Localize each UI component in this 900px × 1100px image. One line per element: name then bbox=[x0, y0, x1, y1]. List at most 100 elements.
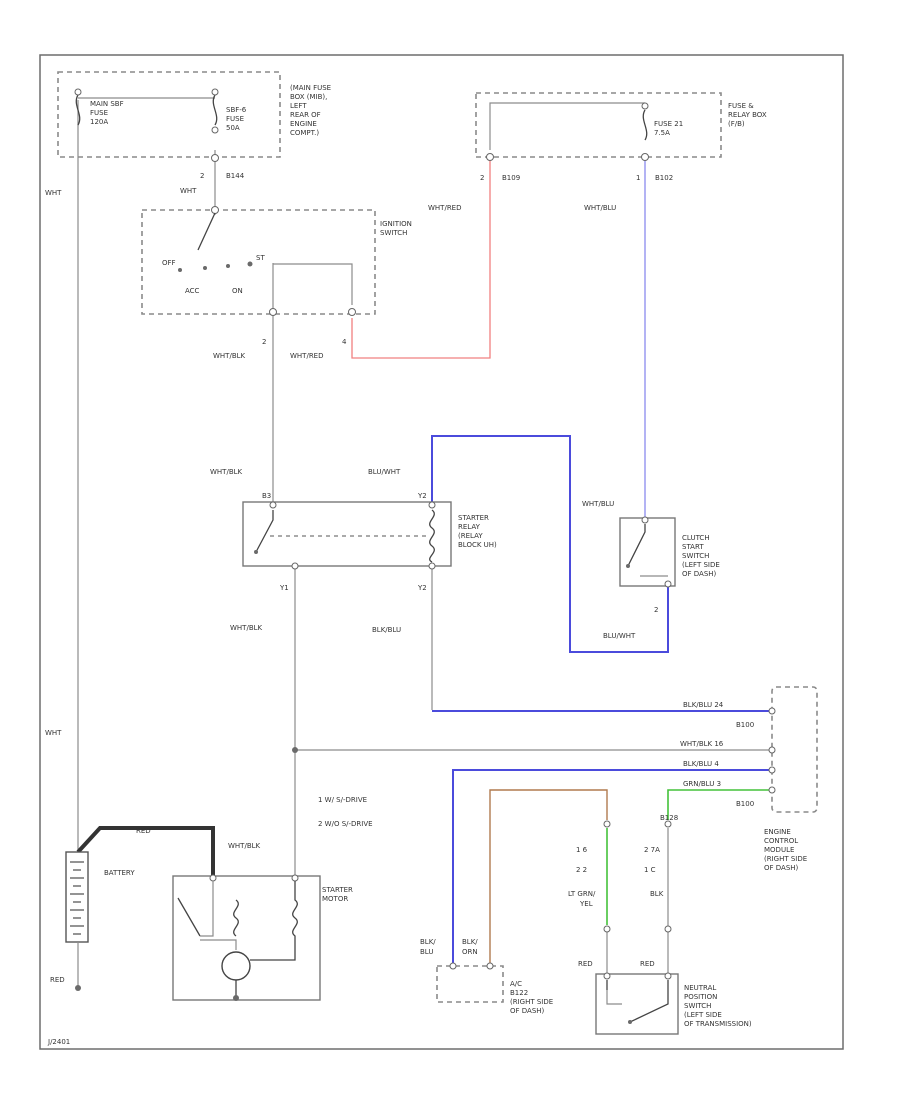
ac-connector-box bbox=[436, 965, 504, 1003]
fuse21-terminal bbox=[641, 102, 649, 110]
fuse-terminal-1 bbox=[74, 88, 82, 96]
starter-s-terminal bbox=[291, 874, 299, 882]
wht-blk-4-label: WHT/BLK bbox=[228, 842, 261, 850]
starter-solenoid-contact bbox=[177, 897, 201, 937]
ign-pin-2: 2 bbox=[262, 338, 266, 346]
diagram-border bbox=[39, 54, 844, 1050]
battery-label: BATTERY bbox=[104, 869, 135, 877]
pin-y2b: Y2 bbox=[417, 584, 427, 592]
clutch-terminal-1 bbox=[641, 516, 649, 524]
b100-label: B100 bbox=[736, 721, 754, 729]
pins-1-c: 1 C bbox=[644, 866, 656, 874]
fuse21-link bbox=[489, 102, 645, 150]
pin-2-clutch: 2 bbox=[654, 606, 658, 614]
ecm-pin-24 bbox=[768, 707, 776, 715]
conn-left-mid bbox=[603, 925, 611, 933]
clutch-switch-contact bbox=[627, 524, 646, 567]
ecm-pin-4 bbox=[768, 766, 776, 774]
relay-b3-terminal bbox=[269, 501, 277, 509]
b100b-label: B100 bbox=[736, 800, 754, 808]
pin-y2: Y2 bbox=[417, 492, 427, 500]
pin-2-fb: 2 bbox=[480, 174, 484, 182]
red-bat-label: RED bbox=[136, 827, 151, 835]
neutral-terminal-left bbox=[603, 972, 611, 980]
conn-right-mid bbox=[664, 925, 672, 933]
starter-relay-box bbox=[242, 501, 452, 567]
relay-y2-terminal bbox=[428, 501, 436, 509]
blk-orn-label: BLK/ORN bbox=[462, 938, 478, 956]
ign-pos-acc bbox=[203, 266, 207, 270]
wht-blu-1-label: WHT/BLU bbox=[584, 204, 616, 212]
clutch-contact-point bbox=[626, 564, 630, 568]
off-label: OFF bbox=[162, 259, 176, 267]
pin-2-top: 2 bbox=[200, 172, 204, 180]
main-sbf-fuse bbox=[75, 94, 81, 126]
relay-y1-terminal bbox=[291, 562, 299, 570]
on-label: ON bbox=[232, 287, 243, 295]
wire-wht-red bbox=[351, 158, 491, 359]
splice-wht-blk bbox=[292, 747, 298, 753]
ignition-switch-box bbox=[141, 209, 376, 315]
ign-pin-2-terminal bbox=[269, 308, 277, 316]
pins-2-7a: 2 7A bbox=[644, 846, 660, 854]
fuse-terminal-2 bbox=[211, 88, 219, 96]
starter-hold-coil bbox=[250, 881, 298, 961]
wht-blk-1-label: WHT/BLK bbox=[213, 352, 246, 360]
b128-conn-right bbox=[664, 820, 672, 828]
ecm-pin-16 bbox=[768, 746, 776, 754]
b102-label: B102 bbox=[655, 174, 673, 182]
pin-b3: B3 bbox=[262, 492, 271, 500]
relay-y2b-terminal bbox=[428, 562, 436, 570]
wht-red-1-label: WHT/RED bbox=[290, 352, 324, 360]
wht-left-top-label: WHT bbox=[45, 189, 62, 197]
starter-solenoid-wire bbox=[200, 881, 237, 950]
wht-red-2-label: WHT/RED bbox=[428, 204, 462, 212]
relay-contact bbox=[255, 510, 274, 553]
neutral-switch-link bbox=[606, 990, 622, 1005]
fuse21 bbox=[642, 109, 648, 141]
ign-pin-4-terminal bbox=[348, 308, 356, 316]
st-label: ST bbox=[256, 254, 265, 262]
b109-connector bbox=[486, 153, 494, 161]
wht-blk-3-label: WHT/BLK bbox=[230, 624, 263, 632]
battery-body bbox=[65, 851, 89, 943]
main-fuse-box bbox=[57, 71, 281, 158]
wire-blk-blu-ac bbox=[452, 769, 772, 965]
clutch-terminal-2 bbox=[664, 580, 672, 588]
wire-blu-wht bbox=[431, 435, 669, 653]
pin-1-fb: 1 bbox=[636, 174, 640, 182]
ac-pin-left bbox=[449, 962, 457, 970]
ecm-pin-3 bbox=[768, 786, 776, 794]
b109-label: B109 bbox=[502, 174, 520, 182]
starter-motor-armature bbox=[221, 951, 251, 981]
sbf4-fuse bbox=[212, 94, 218, 126]
red-2-label: RED bbox=[640, 960, 655, 968]
ign-pos-on bbox=[226, 264, 230, 268]
pins-1-6: 1 6 bbox=[576, 846, 588, 854]
neutral-switch-contact bbox=[606, 980, 669, 1023]
ecm-wht-blk-label: WHT/BLK 16 bbox=[680, 740, 724, 748]
lt-grn-yel-label: LT GRN/YEL bbox=[568, 890, 596, 908]
red-1-label: RED bbox=[578, 960, 593, 968]
ecm-blk-blu-label: BLK/BLU 4 bbox=[683, 760, 719, 768]
neutral-contact-point bbox=[628, 1020, 632, 1024]
battery-ground-terminal bbox=[75, 985, 81, 991]
wht-left-bottom-label: WHT bbox=[45, 729, 62, 737]
starter-ground-terminal bbox=[233, 995, 239, 1001]
ecm-connector-box bbox=[771, 686, 818, 813]
footer-code: J/2401 bbox=[47, 1038, 70, 1046]
wire-grn-blu bbox=[667, 789, 772, 820]
ecm-grn-blu-label: GRN/BLU 3 bbox=[683, 780, 721, 788]
relay-coil bbox=[429, 509, 435, 563]
ign-pos-off bbox=[178, 268, 182, 272]
wht-blk-2-label: WHT/BLK bbox=[210, 468, 243, 476]
